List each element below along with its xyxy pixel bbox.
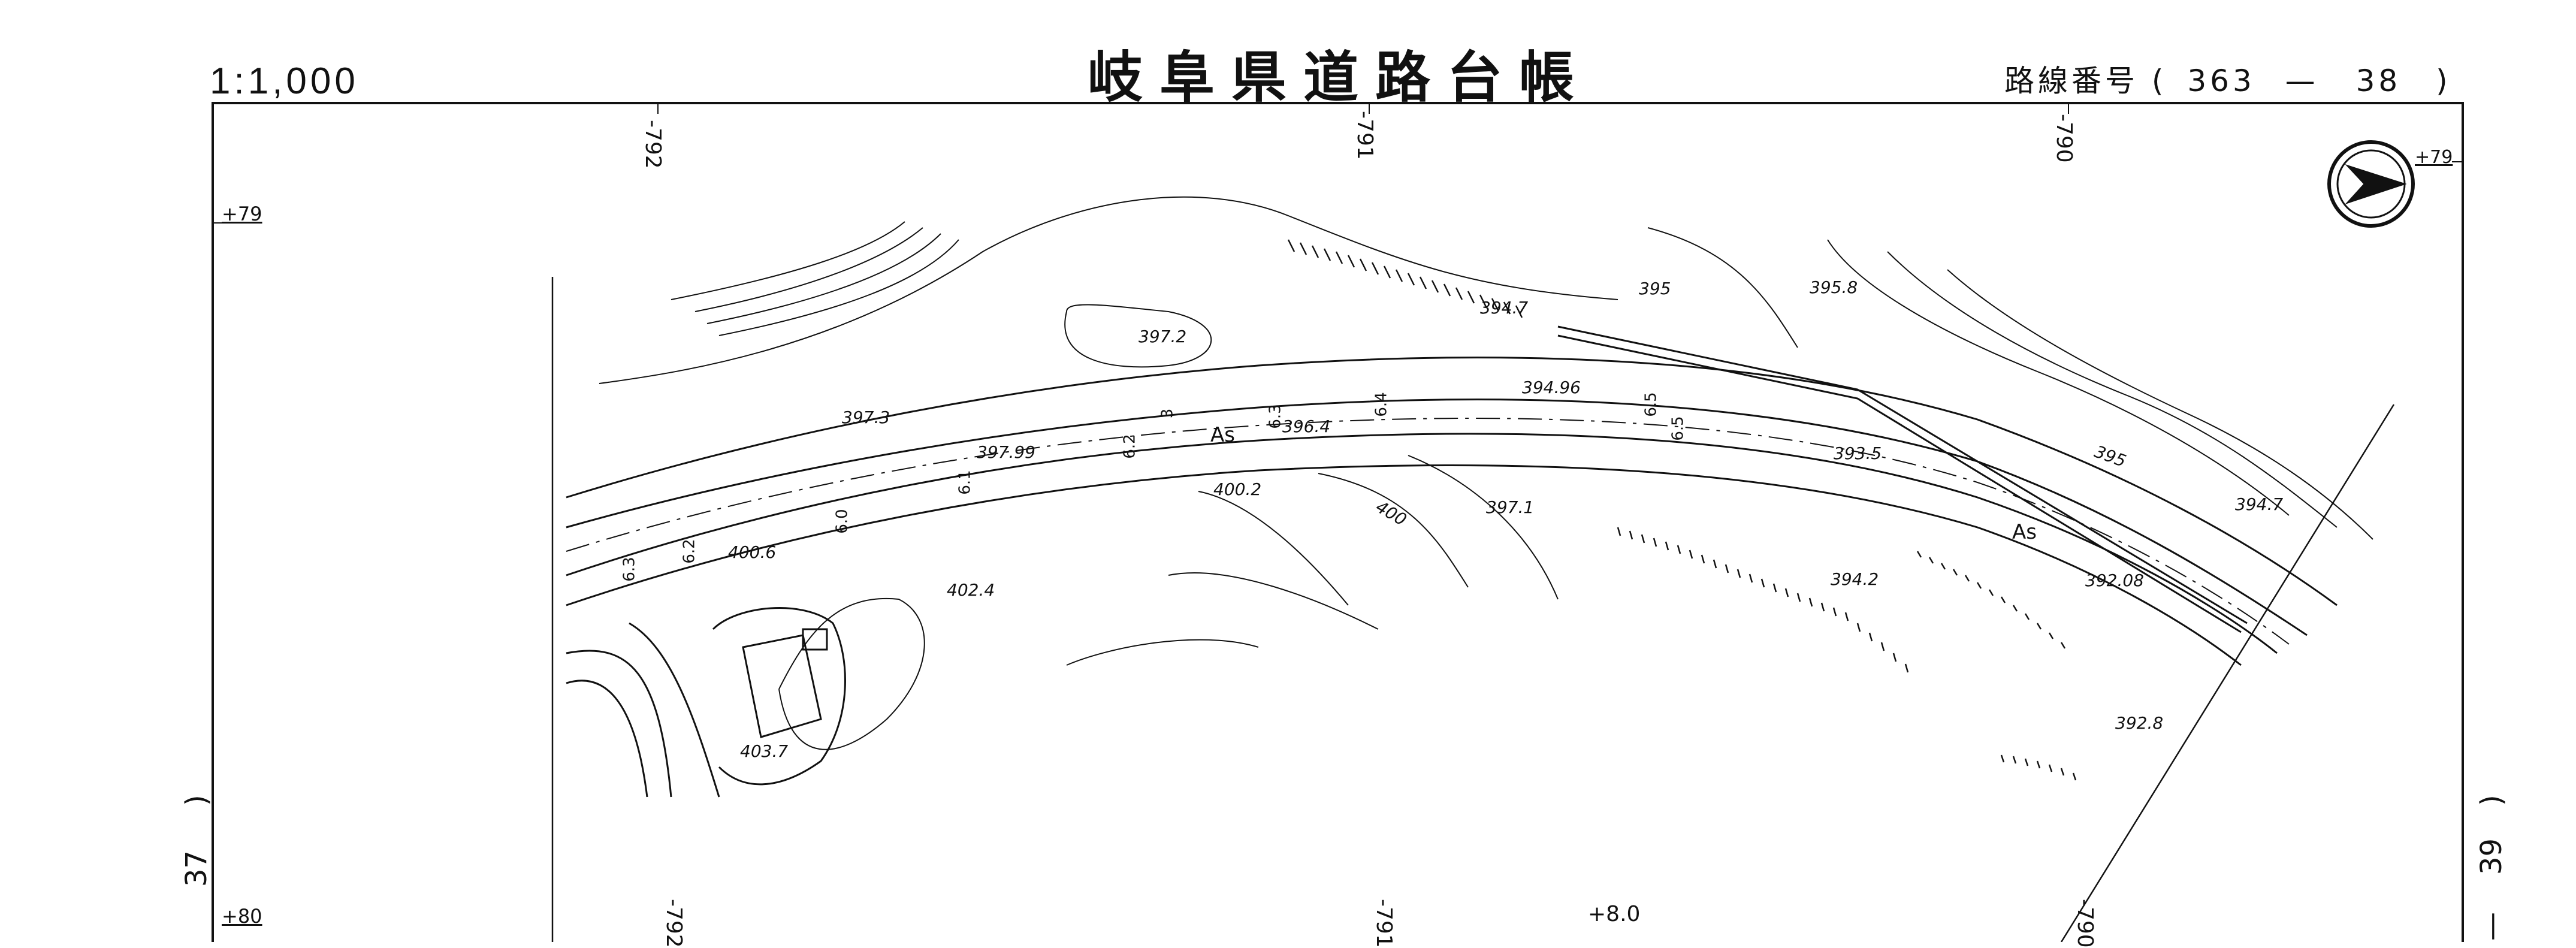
side-road xyxy=(566,622,720,798)
width-mark: 6.2 xyxy=(1121,434,1139,459)
route-sub: 38 xyxy=(2355,64,2402,98)
elevation-label: 397.3 xyxy=(842,407,890,427)
grid-label-top-left: -792 xyxy=(641,120,665,169)
width-mark: 6.5 xyxy=(1669,416,1687,441)
width-mark: 6.1 xyxy=(956,470,974,495)
retaining-wall xyxy=(1557,325,2248,633)
route-close-paren: ) xyxy=(2436,64,2451,98)
elevation-label: 394.7 xyxy=(2235,494,2284,514)
width-mark: 6.0 xyxy=(833,509,851,534)
elevation-label: 400.2 xyxy=(1213,479,1262,499)
width-mark: 6.3 xyxy=(620,557,639,582)
elevation-label: 400.6 xyxy=(728,542,777,562)
sheet-link-left-paren: ) xyxy=(180,795,213,806)
building xyxy=(712,607,846,786)
road-edges xyxy=(566,357,2338,666)
elevation-label: 392.8 xyxy=(2115,713,2164,733)
elevation-label: 403.7 xyxy=(740,741,789,761)
route-number: 路線番号 ( 363 — 38 ) xyxy=(2004,57,2451,100)
north-arrow-icon xyxy=(2327,140,2415,228)
road-surface-label: As xyxy=(1210,423,1235,447)
grid-label-bottom-mid: -791 xyxy=(1372,899,1396,948)
survey-boundary-right xyxy=(2060,404,2395,942)
map-title: 岐阜県道路台帳 xyxy=(1088,46,1591,110)
elevation-label: 392.08 xyxy=(2085,570,2144,590)
grid-label-left-top: +79 xyxy=(222,203,262,225)
elevation-label: 397.99 xyxy=(977,442,1035,462)
route-main: 363 xyxy=(2187,64,2255,98)
width-mark: 3 xyxy=(1158,408,1177,419)
elevation-label: 396.4 xyxy=(1282,416,1331,436)
road-centerline xyxy=(566,417,2290,645)
elevation-label: 394.7 xyxy=(1480,298,1529,318)
road-surface-label: As xyxy=(2012,520,2037,544)
elevation-label: 393.5 xyxy=(1834,443,1882,463)
width-mark: 6.5 xyxy=(1642,392,1660,417)
grid-label-right-top: +79 xyxy=(2415,147,2453,168)
grid-label-top-right: -790 xyxy=(2052,114,2076,163)
elevation-label: 394.96 xyxy=(1522,378,1581,397)
grid-label-top-mid: -791 xyxy=(1352,111,1377,160)
slope-hatching xyxy=(1287,239,2077,781)
elevation-label: 397.2 xyxy=(1138,327,1187,346)
elevation-label: 395.8 xyxy=(1810,277,1858,297)
elevation-label: 394.2 xyxy=(1831,569,1879,589)
width-mark: 6.2 xyxy=(680,539,699,564)
route-label: 路線番号 xyxy=(2004,64,2139,98)
width-mark: 6.3 xyxy=(1266,404,1285,429)
route-dash: — xyxy=(2285,64,2319,98)
elevation-label: 397.1 xyxy=(1486,497,1535,517)
sheet-link-right-number: 39 xyxy=(2475,838,2508,875)
map-frame xyxy=(212,102,2464,942)
sheet-link-right-paren: ) xyxy=(2475,795,2508,806)
grid-label-left-bottom: +80 xyxy=(222,905,262,928)
elevation-label: 395 xyxy=(1639,279,1671,298)
width-mark: 6.4 xyxy=(1372,392,1391,417)
sheet-link-right-dash: — xyxy=(2475,912,2508,941)
sheet-link-left-number: 37 xyxy=(180,850,213,887)
elevation-label: 402.4 xyxy=(947,580,995,600)
grid-ticks xyxy=(213,103,2463,224)
grid-label-bottom-right: -790 xyxy=(2073,899,2097,948)
scale-label: 1:1,000 xyxy=(210,61,359,102)
contour-lines xyxy=(599,196,2373,750)
route-open-paren: ( xyxy=(2151,64,2167,98)
grid-label-bottom-center: +8.0 xyxy=(1588,902,1641,926)
grid-label-bottom-left: -792 xyxy=(662,899,686,948)
